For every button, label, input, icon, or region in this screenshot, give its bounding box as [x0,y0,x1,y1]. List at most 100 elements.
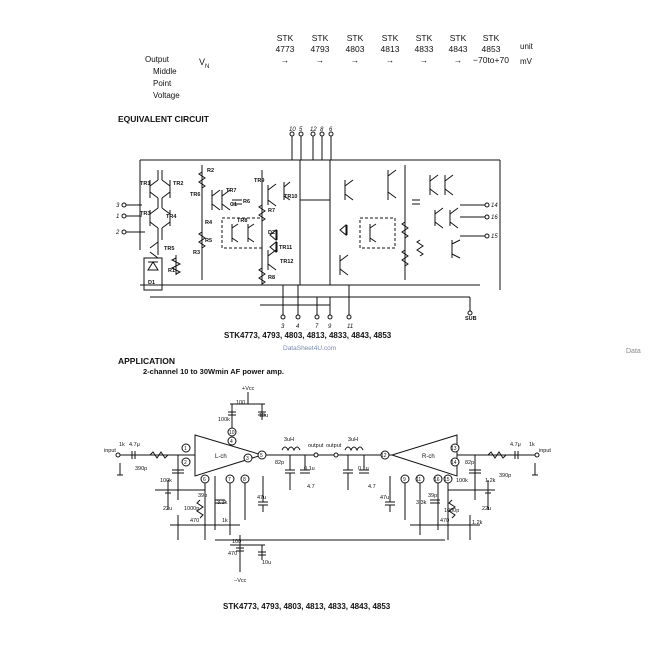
label-c22u-r: 22u [482,506,491,512]
symbol-vn: VN [199,57,210,70]
label-r33k-l: 3.3k [217,500,228,506]
app-pin-r-12: 12 [381,453,387,459]
label-r47-l: 4.7 [307,484,315,490]
pin-bottom-3: 3 [281,324,285,330]
label-c22u-l: 22u [163,506,172,512]
label-c390-r: 390p [499,473,511,479]
label-r3: R3 [193,250,200,256]
row-label-middle: Middle [153,67,177,76]
equivalent-heading: EQUIVALENT CIRCUIT [118,114,209,124]
pin-bottom-7: 7 [315,324,319,330]
label-c1000p-l: 1000p [184,506,199,512]
label-l3uh-r: 3uH [348,437,358,443]
label-c39p-l: 39p [198,493,207,499]
pin-top-8: 8 [320,127,324,133]
label-r12k-mid: 1.2k [485,478,496,484]
app-pin-l-7: 7 [228,477,231,483]
label-tr4: TR4 [166,214,177,220]
app-pin-r-11: 11 [416,477,421,483]
label-c10u-bot: 10u [262,560,271,566]
label-r6: R6 [243,199,250,205]
label-tr3: TR3 [140,211,150,217]
label-tr12: TR12 [280,259,293,265]
application-caption: STK4773, 4793, 4803, 4813, 4833, 4843, 4… [223,602,391,611]
app-pin-l-5: 5 [260,453,263,459]
equivalent-caption: STK4773, 4793, 4803, 4813, 4833, 4843, 4… [224,331,392,340]
app-pin-l-3: 3 [246,456,249,462]
label-r1: R1 [168,268,175,274]
row-label-point: Point [153,79,172,88]
left-transistor-block [143,170,182,291]
watermark-site: DataSheet4U.com [283,345,337,352]
label-tr9: TR9 [254,178,264,184]
pin-left-3: 3 [116,203,120,209]
unit-header: unit [520,42,533,51]
app-pin-r-14: 14 [451,460,457,466]
label-c100-bot: 100 [232,539,241,545]
label-rch: R-ch [422,454,435,460]
application-heading: APPLICATION [118,356,175,366]
right-transistor-block [339,165,461,280]
unit-value: mV [520,57,532,66]
label-c390-l: 390p [135,466,147,472]
app-pin-l-6: 6 [203,477,206,483]
watermark-edge: Data [626,348,641,355]
pin-right-16: 16 [491,215,498,221]
pin-right-14: 14 [491,203,498,209]
center-block [299,160,331,285]
label-tr5: TR5 [164,246,174,252]
label-output-r: output [326,443,342,449]
label-tr11: TR11 [279,245,292,251]
pin-top-10: 10 [289,127,296,133]
label-c1000p-r: 1000p [444,508,459,514]
label-r-in-l: 1k [119,442,125,448]
label-r100k-l: 100k [160,478,172,484]
pin-top-12: 12 [310,127,317,133]
label-r1k-l: 1k [222,518,228,524]
pin-right-15: 15 [491,234,498,240]
pin-left-1: 1 [116,214,119,220]
label-r5: R5 [205,238,212,244]
label-c1: C1 [230,202,237,208]
label-c82p-r: 82p [465,460,474,466]
label-c47u-l: 47u [257,495,266,501]
label-c-in-r: 4.7μ [510,442,521,448]
label-r2: R2 [207,168,214,174]
label-c39p-r: 39p [428,493,437,499]
label-tr8: TR8 [237,218,247,224]
label-output-l: output [308,443,324,449]
label-r-in-r: 1k [529,442,535,448]
app-pin-l-8: 8 [243,477,246,483]
app-pin-l-1: 1 [184,446,187,452]
label-l3uh-l: 3uH [284,437,294,443]
label-c01u-r: 0.1u [358,466,369,472]
label-d2: D2 [268,230,275,236]
pin-top-5: 5 [299,127,303,133]
app-pin-l-10: 10 [229,430,235,436]
row-label-voltage: Voltage [153,91,180,100]
label-c82p-l: 82p [275,460,284,466]
app-pin-r-9: 9 [403,477,406,483]
label-r470-l: 470 [190,518,199,524]
label-tr7: TR7 [226,188,236,194]
label-c100-top: 100 [236,400,245,406]
label-r33k-r: 3.3k [416,500,427,506]
label-c470-bot: 470 [228,551,237,557]
label-c47u-r: 47u [380,495,389,501]
label-r100k-top: 100k [218,417,230,423]
label-tr6: TR6 [190,192,200,198]
pin-bottom-9: 9 [328,324,332,330]
pin-bottom-11: 11 [347,324,353,330]
label-r8: R8 [268,275,275,281]
label-r12k-r: 1.2k [472,520,483,526]
label-input-r: input [539,448,551,454]
label-c10u-top: 10u [259,413,268,419]
pin-top-6: 6 [329,127,333,133]
label-sub: SUB [465,316,477,322]
